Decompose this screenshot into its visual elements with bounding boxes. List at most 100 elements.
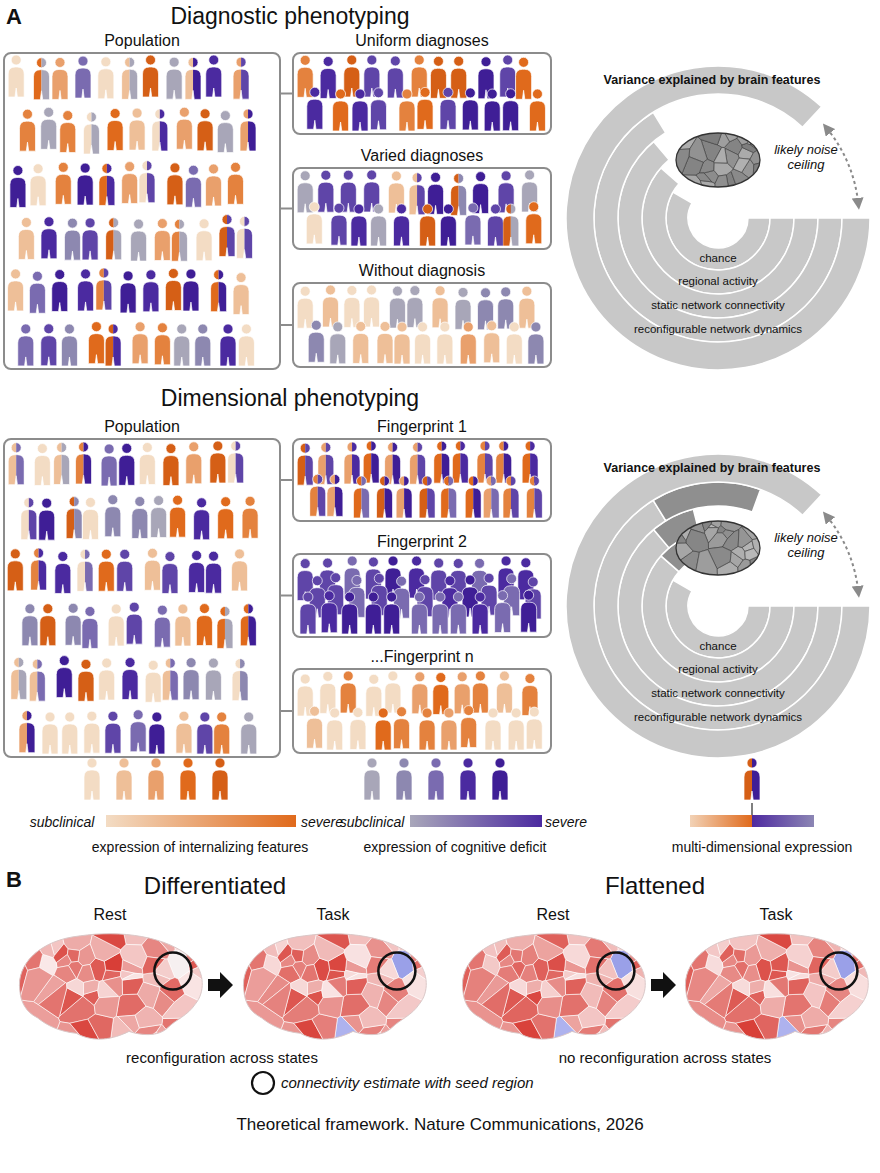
person-shape <box>327 474 343 516</box>
person-icon <box>441 708 457 750</box>
person-shape <box>396 476 412 518</box>
brain-parcel <box>77 964 95 982</box>
brain-parcel <box>196 1012 207 1047</box>
person-shape <box>211 270 227 312</box>
person-icon <box>371 204 387 246</box>
person-shape <box>437 322 453 364</box>
person-icon <box>371 88 387 130</box>
person-icon <box>154 323 170 365</box>
person-shape <box>122 658 138 700</box>
person-shape <box>327 708 343 750</box>
person-shape <box>417 87 433 129</box>
brain-parcel <box>565 973 586 980</box>
person-icon <box>241 712 257 754</box>
brain-parcel <box>520 964 538 982</box>
person-icon <box>206 55 222 97</box>
person-shape <box>440 87 456 129</box>
person-icon <box>306 202 322 244</box>
box-heading: ...Fingerprint n <box>264 647 580 666</box>
person-icon <box>508 708 524 750</box>
person-shape <box>117 549 133 591</box>
person-icon <box>364 285 380 327</box>
brain-parcel <box>769 977 788 997</box>
person-icon <box>318 170 334 212</box>
person-shape <box>308 320 324 362</box>
person-shape <box>129 108 145 150</box>
person-shape <box>206 551 222 593</box>
person-shape <box>106 218 122 260</box>
person-shape <box>353 321 369 363</box>
person-shape <box>62 712 78 754</box>
person-shape <box>196 604 212 646</box>
person-shape <box>162 658 178 700</box>
person-icon <box>52 57 68 99</box>
group-box: Fingerprint 2 <box>292 553 552 638</box>
person-shape <box>149 712 165 754</box>
person-shape <box>105 324 121 366</box>
person-shape <box>465 476 481 518</box>
person-icon <box>55 551 71 593</box>
brain-parcel <box>94 996 119 1018</box>
person-shape <box>394 707 410 749</box>
person-icon <box>327 474 343 516</box>
brain-parcel <box>619 1032 646 1047</box>
person-icon <box>10 165 26 207</box>
person-icon <box>411 592 427 634</box>
person-shape <box>84 711 100 753</box>
person-icon <box>154 605 170 647</box>
person-icon <box>143 270 159 312</box>
person-shape <box>420 204 436 246</box>
person-shape <box>300 592 316 634</box>
person-icon <box>465 476 481 518</box>
person-icon <box>516 57 532 99</box>
group-box: Population <box>3 438 281 758</box>
person-shape <box>11 657 27 699</box>
person-shape <box>194 498 210 540</box>
person-icon <box>232 659 248 701</box>
person-shape <box>236 216 252 258</box>
person-shape <box>98 549 114 591</box>
person-icon <box>484 89 500 131</box>
person-icon <box>214 712 230 754</box>
brain-parcel <box>463 968 496 1002</box>
person-icon <box>412 672 428 714</box>
person-shape <box>185 165 201 207</box>
person-icon <box>484 321 500 363</box>
person-icon <box>331 203 347 245</box>
person-shape <box>240 109 256 151</box>
brain-parcel <box>88 1014 114 1047</box>
person-shape <box>30 164 46 206</box>
person-shape <box>320 56 336 98</box>
ring-label: reconfigurable network dynamics <box>634 711 802 724</box>
person-shape <box>330 322 346 364</box>
person-shape <box>465 476 481 518</box>
person-shape <box>176 711 192 753</box>
person-shape <box>29 659 45 701</box>
person-icon <box>122 162 138 204</box>
person-shape <box>352 89 368 131</box>
person-icon <box>460 758 476 800</box>
person-icon <box>483 476 499 518</box>
person-icon <box>145 660 161 702</box>
person-icon <box>34 444 50 486</box>
person-shape <box>180 758 196 800</box>
person-shape <box>82 606 98 648</box>
brain-parcel <box>731 546 745 559</box>
person-icon <box>176 107 192 149</box>
person-shape <box>76 442 92 484</box>
person-shape <box>441 708 457 750</box>
person-shape <box>484 89 500 131</box>
person-icon <box>236 216 252 258</box>
person-shape <box>441 476 457 518</box>
person-icon <box>219 215 235 257</box>
person-icon <box>217 606 233 648</box>
brain-parcel <box>714 147 727 163</box>
legend-text: expression of cognitive deficit <box>364 839 547 855</box>
brain-parcel <box>840 930 853 950</box>
person-shape <box>232 659 248 701</box>
person-shape <box>528 322 544 364</box>
person-shape <box>99 163 115 205</box>
brain-parcel <box>639 1012 650 1047</box>
brain-parcel <box>598 1024 619 1047</box>
person-shape <box>154 323 170 365</box>
